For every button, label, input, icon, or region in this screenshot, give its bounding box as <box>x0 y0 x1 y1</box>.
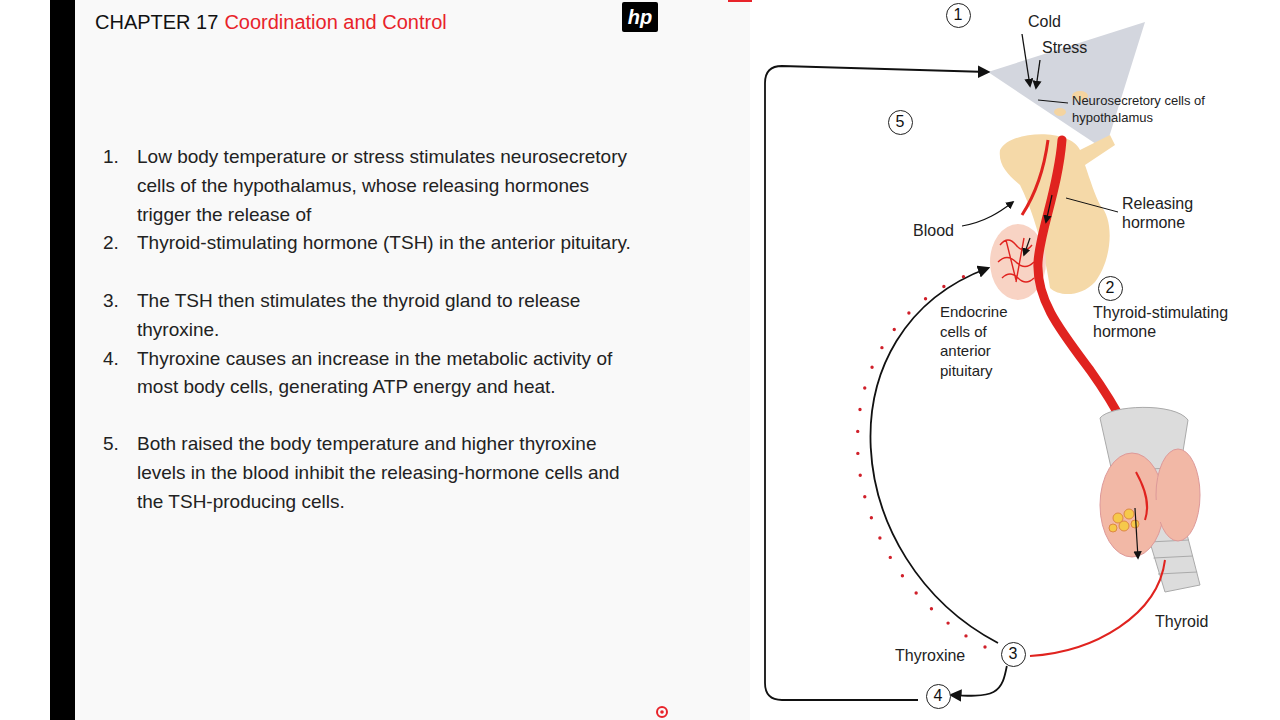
side-bar <box>50 0 75 720</box>
callout-number: 5 <box>896 114 905 130</box>
leader-line <box>1038 100 1068 103</box>
stimulus-arrow <box>1036 60 1040 88</box>
thyroxine-vessel <box>1030 560 1165 656</box>
neurosecretory-cell <box>1054 108 1066 116</box>
part-label: Endocrine cells of anterior pituitary <box>940 302 1015 380</box>
part-label: Releasing hormone <box>1122 194 1232 232</box>
thyroid-vessel <box>1136 472 1147 520</box>
pointer-dot <box>660 710 664 714</box>
part-label: Thyroid <box>1155 613 1208 631</box>
callout-number: 1 <box>954 7 963 23</box>
list-number: 3. <box>103 287 119 316</box>
callout-circle: 5 <box>888 110 913 135</box>
stimulus-label: Stress <box>1042 39 1087 57</box>
text-panel <box>75 0 750 720</box>
logo-text: hp <box>622 2 658 32</box>
stimulus-label: Cold <box>1028 13 1061 31</box>
flow-arrow <box>1135 508 1138 558</box>
callout-circle: 1 <box>946 3 971 28</box>
portal-vessel <box>1022 140 1048 215</box>
callout-circle: 3 <box>1001 642 1026 667</box>
blood-arrow <box>962 202 1013 226</box>
leader-line <box>1066 198 1118 212</box>
pointer-dot <box>657 707 667 717</box>
thyroid-lobe <box>1156 449 1200 541</box>
part-label: Blood <box>913 222 954 240</box>
flow-arrow <box>1046 195 1052 222</box>
stimulus-arrow <box>1022 34 1030 86</box>
list-item: Thyroxine causes an increase in the meta… <box>137 345 647 403</box>
part-label: Thyroid-stimulating hormone <box>1093 303 1258 341</box>
flow-arrow <box>951 666 1006 696</box>
capillary-network <box>998 238 1034 282</box>
chapter-number: CHAPTER 17 <box>95 10 218 34</box>
list-number: 4. <box>103 345 119 374</box>
slide-title: Coordination and Control <box>224 10 446 34</box>
callout-number: 3 <box>1009 646 1018 662</box>
callout-circle: 2 <box>1098 276 1123 301</box>
list-item: Thyroid-stimulating hormone (TSH) in the… <box>137 229 647 258</box>
thyroid-follicles <box>1109 509 1139 532</box>
part-label: Thyroxine <box>895 647 965 665</box>
list-item: Low body temperature or stress stimulate… <box>137 143 647 229</box>
feedback-loop <box>765 66 988 700</box>
callout-number: 4 <box>934 688 943 704</box>
list-item: The TSH then stimulates the thyroid glan… <box>137 287 647 345</box>
part-label: Neurosecretory cells of hypothalamus <box>1072 92 1222 126</box>
callout-number: 2 <box>1106 280 1115 296</box>
margin <box>0 0 50 720</box>
accent-line <box>728 0 752 2</box>
callout-circle: 4 <box>926 684 951 709</box>
list-number: 5. <box>103 430 119 459</box>
list-number: 2. <box>103 229 119 258</box>
list-item: Both raised the body temperature and hig… <box>137 430 647 516</box>
list-number: 1. <box>103 143 119 172</box>
hypothalamus <box>988 22 1145 150</box>
flow-arrow <box>1024 238 1030 255</box>
